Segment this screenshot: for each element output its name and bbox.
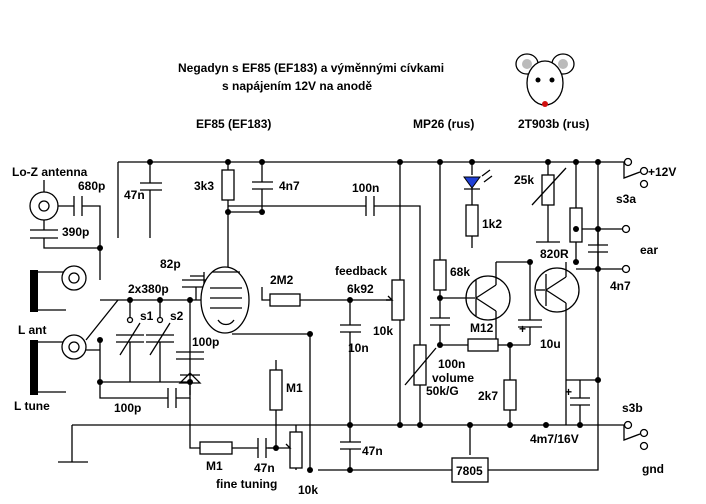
c100p-b-label: 100p: [114, 401, 141, 415]
s2-label: s2: [170, 309, 184, 323]
transistor2-header: 2T903b (rus): [518, 117, 589, 131]
c47n-a-label: 47n: [124, 188, 145, 202]
r820-label: 820R: [540, 247, 569, 261]
c47n-c-label: 47n: [362, 444, 383, 458]
c4m7-label: 4m7/16V: [530, 432, 579, 446]
r68k-label: 68k: [450, 265, 470, 279]
c100n-b-label: 100n: [438, 357, 465, 371]
s1-label: s1: [140, 309, 154, 323]
mouse-nose: [542, 101, 548, 107]
fine-tuning-label: fine tuning: [216, 477, 277, 491]
title-line2: s napájením 12V na anodě: [222, 79, 372, 93]
volume-label: volume: [432, 371, 474, 385]
s3a-label: s3a: [616, 192, 636, 206]
l-ant-coil: [30, 270, 38, 312]
wiring: [58, 161, 641, 471]
components: [29, 157, 649, 483]
text-labels: Negadyn s EF85 (EF183) a výměnnými cívka…: [12, 61, 676, 497]
r2m2-label: 2M2: [270, 273, 294, 287]
c10u-label: 10u: [540, 337, 561, 351]
c47n-b-label: 47n: [254, 461, 275, 475]
r25k-label: 25k: [514, 173, 534, 187]
reg-label: 7805: [456, 464, 483, 478]
r10k-a-label: 10k: [373, 324, 393, 338]
c4n7-a-label: 4n7: [279, 179, 300, 193]
m12-label: M12: [470, 321, 494, 335]
l-tune-coil: [30, 340, 38, 395]
s3b-label: s3b: [622, 401, 643, 415]
plus-b-label: +: [565, 385, 572, 399]
transistor1-header: MP26 (rus): [413, 117, 474, 131]
c4n7-b-label: 4n7: [610, 279, 631, 293]
l-ant-label: L ant: [18, 323, 46, 337]
m1-a-label: M1: [286, 381, 303, 395]
m1-b-label: M1: [206, 459, 223, 473]
r10k-b-label: 10k: [298, 483, 318, 497]
r1k2-label: 1k2: [482, 217, 502, 231]
ef85-tube: [200, 266, 250, 334]
title-line1: Negadyn s EF85 (EF183) a výměnnými cívka…: [178, 61, 444, 75]
r6k92-label: 6k92: [347, 282, 374, 296]
regulator-7805: [451, 457, 489, 483]
c100p-a-label: 100p: [192, 335, 219, 349]
c100n-a-label: 100n: [352, 181, 379, 195]
tube-header: EF85 (EF183): [196, 117, 271, 131]
feedback-label: feedback: [335, 264, 387, 278]
gnd-label: gnd: [642, 462, 664, 476]
c82p-label: 82p: [160, 257, 181, 271]
v12-label: +12V: [648, 165, 676, 179]
c390p-label: 390p: [62, 225, 89, 239]
c680p-label: 680p: [78, 179, 105, 193]
var2x380p-label: 2x380p: [128, 282, 169, 296]
r50k-label: 50k/G: [426, 384, 459, 398]
mouse-face-icon: [515, 53, 575, 107]
ear-label: ear: [640, 243, 658, 257]
c10n-label: 10n: [348, 341, 369, 355]
junctions: [97, 159, 601, 473]
r3k3-label: 3k3: [194, 179, 214, 193]
led-icon: [463, 176, 481, 189]
r2k7-label: 2k7: [478, 389, 498, 403]
antenna-label: Lo-Z antenna: [12, 165, 88, 179]
plus-a-label: +: [519, 322, 526, 336]
l-tune-label: L tune: [14, 399, 50, 413]
